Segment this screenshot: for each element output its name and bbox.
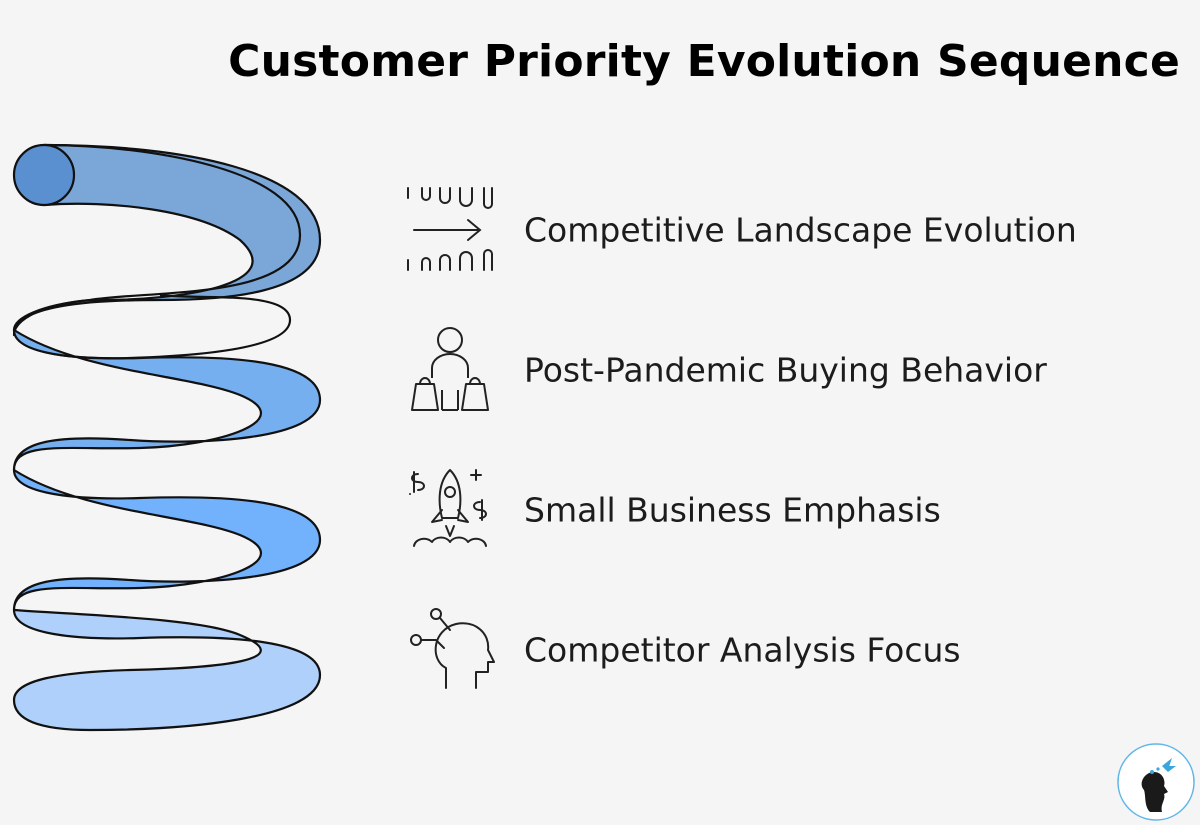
item-label: Post-Pandemic Buying Behavior — [524, 350, 1047, 390]
list-item: Competitor Analysis Focus — [400, 600, 1160, 700]
item-label: Competitor Analysis Focus — [524, 630, 961, 670]
page-title: Customer Priority Evolution Sequence — [228, 36, 1180, 87]
coil-band-4 — [12, 608, 322, 732]
brand-logo — [1117, 743, 1195, 821]
list-item: Post-Pandemic Buying Behavior — [400, 320, 1160, 420]
item-label: Small Business Emphasis — [524, 490, 941, 530]
rocket-money-icon — [409, 469, 487, 547]
coil-end-cap — [12, 143, 76, 207]
shopper-bags-icon — [411, 327, 489, 411]
arrow-transition-icon — [407, 187, 493, 271]
item-label: Competitive Landscape Evolution — [524, 210, 1077, 250]
list-item: Competitive Landscape Evolution — [400, 180, 1160, 280]
list-item: Small Business Emphasis — [400, 460, 1160, 560]
coil-front-1 — [12, 143, 302, 360]
head-analysis-icon — [410, 608, 495, 689]
coil-band-2 — [12, 328, 322, 472]
coil-band-3 — [12, 468, 322, 612]
